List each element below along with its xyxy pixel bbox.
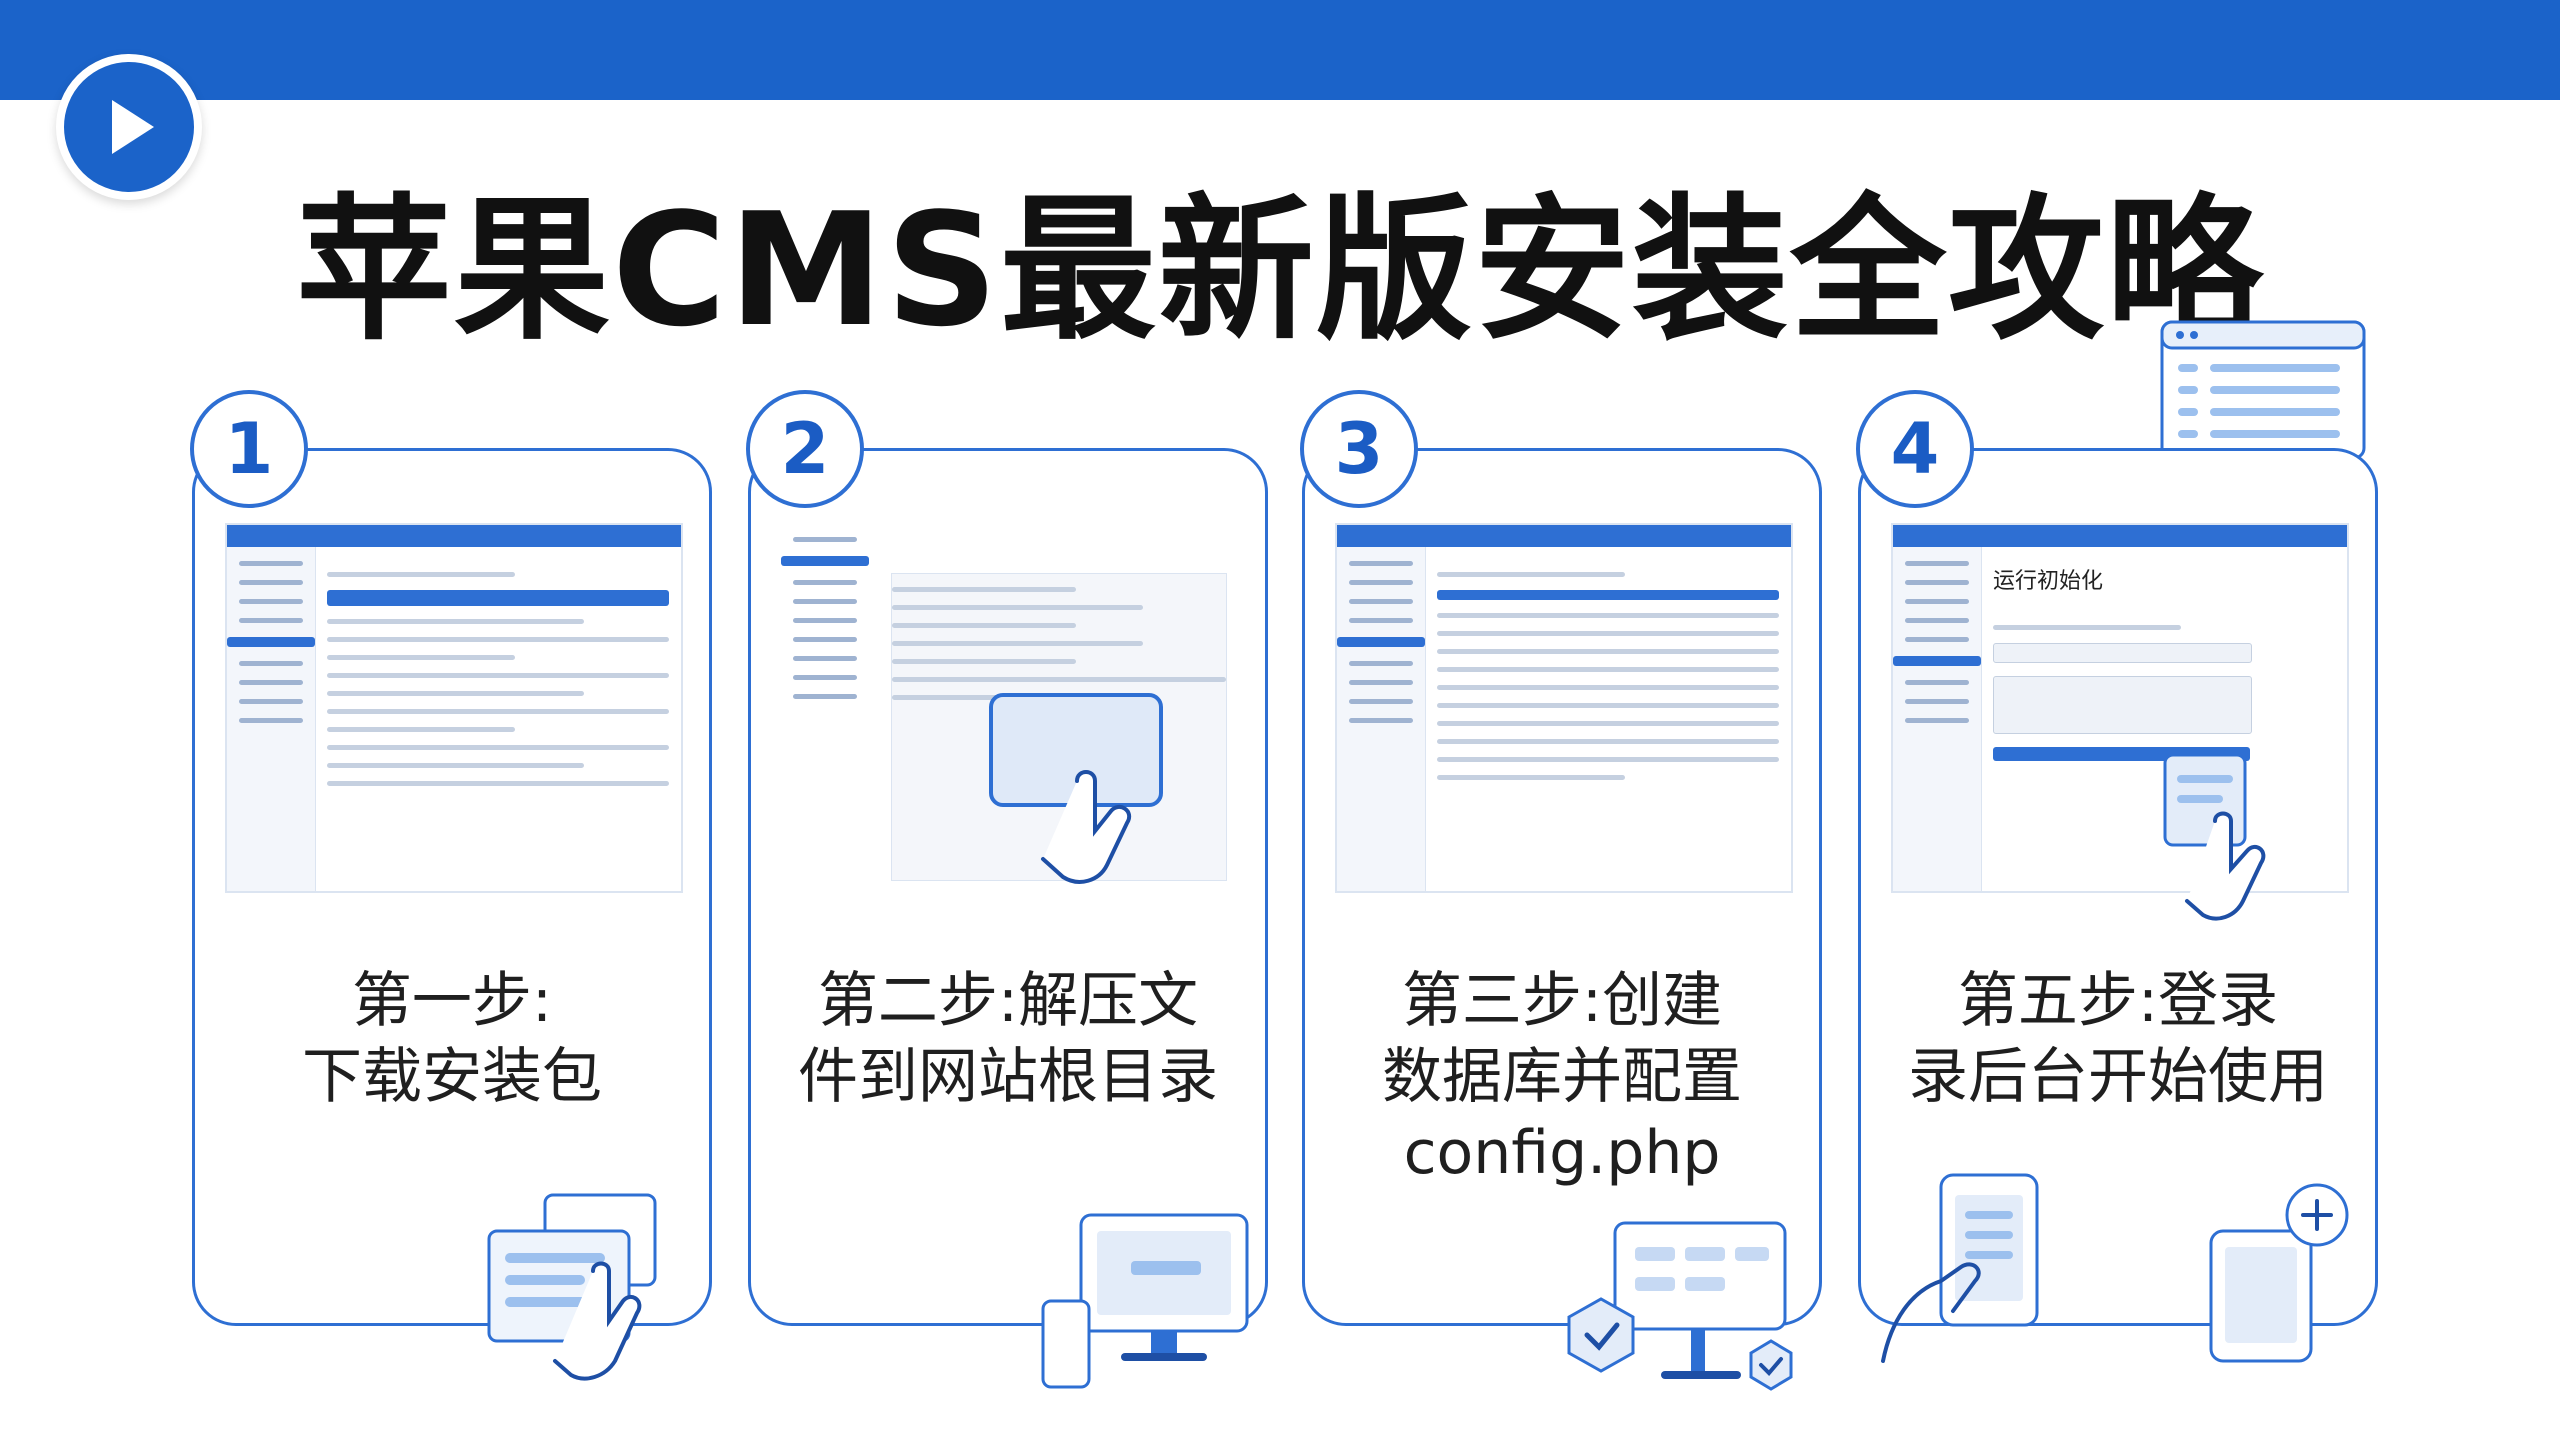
screenshot-mock-3 [1335, 523, 1793, 893]
monitor-phone-icon [1041, 1211, 1251, 1395]
step-caption-2: 第二步:解压文 件到网站根目录 [751, 963, 1265, 1115]
phone-tablet-icon [1881, 1171, 2361, 1375]
hand-document-icon [485, 1191, 685, 1395]
step-number-badge: 2 [746, 390, 864, 508]
play-icon [56, 54, 202, 200]
step-caption-line: 件到网站根目录 [798, 1042, 1218, 1112]
step-caption-line: 数据库并配置 [1382, 1042, 1742, 1112]
step-caption-line: 第三步:创建 [1401, 966, 1723, 1036]
step-caption-line: config.php [1403, 1118, 1721, 1188]
step-caption-1: 第一步: 下载安装包 [195, 963, 709, 1115]
step-caption-4: 第五步:登录 录后台开始使用 [1861, 963, 2375, 1115]
page-title: 苹果CMS最新版安装全攻略 [295, 179, 2265, 361]
server-check-icon [1565, 1221, 1815, 1405]
top-banner [0, 0, 2560, 100]
step-card-2: 第二步:解压文 件到网站根目录 [748, 448, 1268, 1389]
step-caption-line: 第五步:登录 [1957, 966, 2279, 1036]
step-caption-3: 第三步:创建 数据库并配置 config.php [1305, 963, 1819, 1191]
step-caption-line: 第一步: [351, 966, 553, 1036]
pointer-hand-icon [987, 691, 1187, 895]
mock-heading: 运行初始化 [1993, 569, 2104, 594]
pointer-hand-icon [2161, 751, 2341, 935]
step-caption-line: 下载安装包 [302, 1042, 602, 1112]
screenshot-mock-4: 运行初始化 [1891, 523, 2349, 893]
step-number-badge: 4 [1856, 390, 1974, 508]
screenshot-mock-1 [225, 523, 683, 893]
step-card-3: 第三步:创建 数据库并配置 config.php [1302, 448, 1822, 1391]
step-caption-line: 第二步:解压文 [817, 966, 1199, 1036]
step-card-1: 第一步: 下载安装包 [192, 448, 712, 1381]
step-number-badge: 3 [1300, 390, 1418, 508]
browser-window-icon [2160, 320, 2366, 464]
step-caption-line: 录后台开始使用 [1908, 1042, 2328, 1112]
step-number-badge: 1 [190, 390, 308, 508]
step-card-4: 运行初始化 第五步:登录 录后台开始使用 [1858, 448, 2378, 1363]
